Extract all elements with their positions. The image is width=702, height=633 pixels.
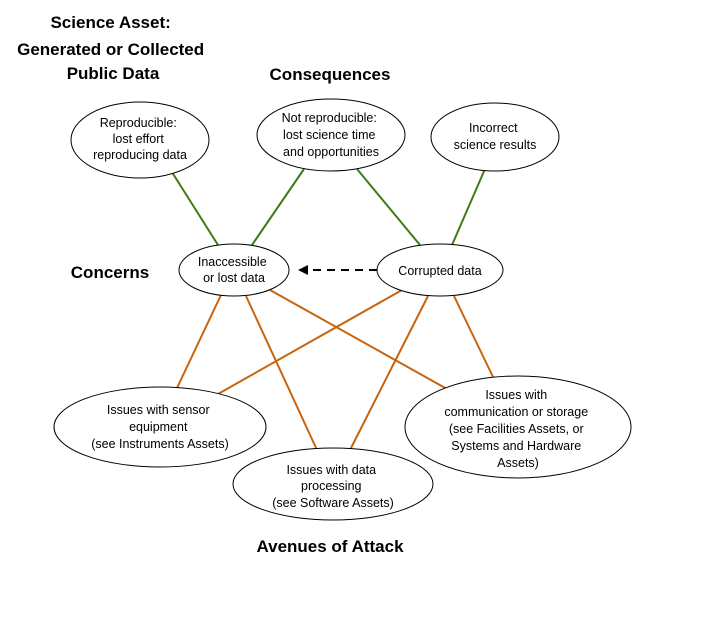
node-label: Not reproducible: lost science time and … xyxy=(282,111,381,159)
node-shape xyxy=(256,98,406,172)
edge-communication-to-inaccessible xyxy=(269,289,448,390)
heading-consequences: Consequences xyxy=(270,65,391,84)
node-label: Reproducible: lost effort reproducing da… xyxy=(93,116,187,162)
edge-processing-to-inaccessible xyxy=(245,295,318,451)
edges-layer xyxy=(169,168,495,451)
node-shape xyxy=(404,375,632,479)
node-label: Inaccessible or lost data xyxy=(198,255,270,285)
edge-inaccessible-to-reproducible xyxy=(169,168,219,246)
node-label: Corrupted data xyxy=(398,264,481,278)
node-shape xyxy=(376,243,504,297)
node-label: Issues with communication or storage (se… xyxy=(444,388,591,470)
heading-avenues-of-attack: Avenues of Attack xyxy=(256,537,404,556)
node-data-processing: Issues with data processing (see Softwar… xyxy=(232,447,434,521)
node-shape xyxy=(53,386,267,468)
edge-communication-to-corrupted xyxy=(453,295,495,380)
node-reproducible: Reproducible: lost effort reproducing da… xyxy=(70,101,210,179)
node-communication-storage: Issues with communication or storage (se… xyxy=(404,375,632,479)
node-corrupted: Corrupted data xyxy=(376,243,504,297)
edge-sensor-to-inaccessible xyxy=(176,294,222,389)
node-not-reproducible: Not reproducible: lost science time and … xyxy=(256,98,406,172)
node-inaccessible: Inaccessible or lost data xyxy=(178,243,290,297)
edge-sensor-to-corrupted xyxy=(217,289,403,395)
edge-inaccessible-to-not-reproducible xyxy=(251,168,305,246)
node-shape xyxy=(232,447,434,521)
node-label: Issues with sensor equipment (see Instru… xyxy=(91,403,229,451)
heading-concerns: Concerns xyxy=(71,263,149,282)
node-sensor-equipment: Issues with sensor equipment (see Instru… xyxy=(53,386,267,468)
node-shape xyxy=(178,243,290,297)
node-incorrect-results: Incorrect science results xyxy=(430,102,560,172)
node-shape xyxy=(430,102,560,172)
edge-corrupted-to-not-reproducible xyxy=(356,168,421,246)
node-label: Issues with data processing (see Softwar… xyxy=(272,463,394,510)
heading-science-asset: Science Asset: Generated or Collected Pu… xyxy=(17,13,209,83)
edge-corrupted-to-incorrect xyxy=(451,168,486,246)
node-label: Incorrect science results xyxy=(454,121,537,152)
edge-processing-to-corrupted xyxy=(349,295,429,451)
node-shape xyxy=(70,101,210,179)
